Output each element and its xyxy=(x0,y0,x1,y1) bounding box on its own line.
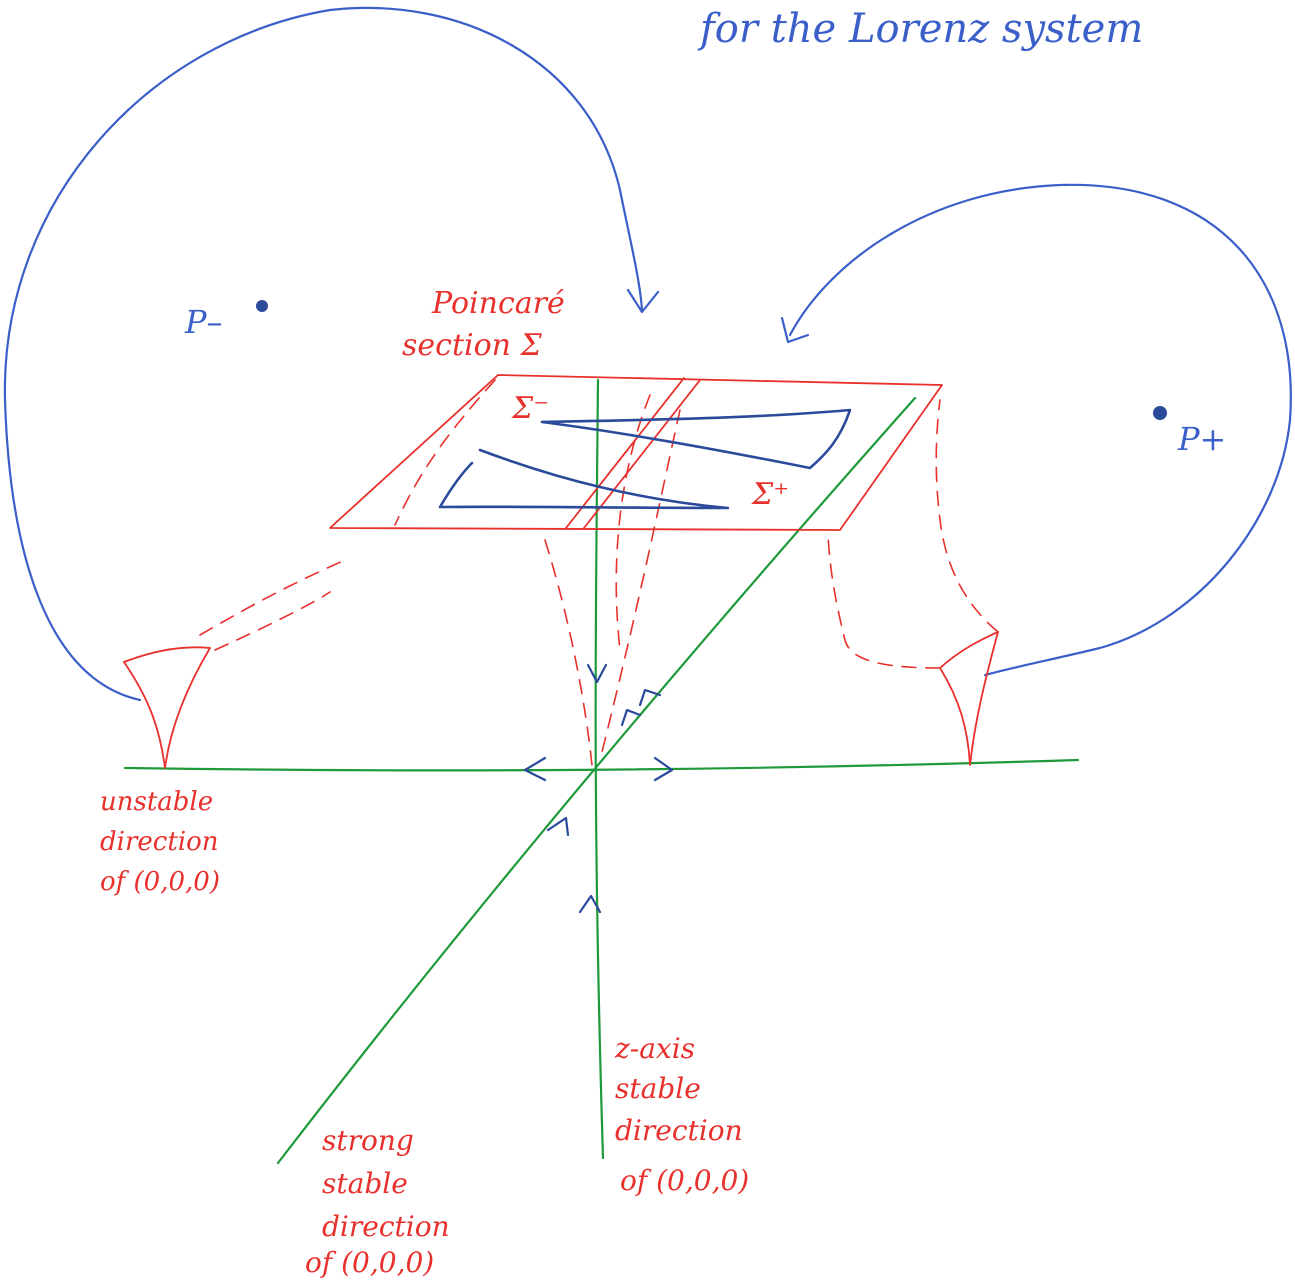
left-wall-dash-3 xyxy=(599,409,681,761)
lower-image xyxy=(438,448,730,510)
p-plus-dot xyxy=(1153,406,1167,420)
strong-stable-label-4: of (0,0,0) xyxy=(305,1246,434,1279)
axes xyxy=(123,378,1080,1165)
z-axis xyxy=(594,378,605,1160)
left-loop xyxy=(3,6,644,702)
right-funnel-dash-1 xyxy=(827,534,941,669)
right-funnel-dash-2 xyxy=(935,399,999,633)
arrow-up-z xyxy=(578,894,602,914)
p-minus-dot xyxy=(256,300,268,312)
section-label-line2: section Σ xyxy=(402,328,543,363)
upper-image xyxy=(540,408,852,470)
strong-stable-label-3: direction xyxy=(322,1210,450,1243)
trajectories xyxy=(3,6,1292,702)
axis-labels: unstable direction of (0,0,0) strong sta… xyxy=(100,787,749,1279)
right-funnel-shape xyxy=(939,631,999,766)
unstable-label-3: of (0,0,0) xyxy=(100,867,220,897)
center-wall-dash xyxy=(544,539,593,766)
arrow-left xyxy=(523,756,547,782)
unstable-direction-axis xyxy=(123,758,1080,772)
z-axis-label-4: of (0,0,0) xyxy=(620,1164,749,1197)
unstable-label-2: direction xyxy=(100,827,219,857)
arrow-strong-3 xyxy=(546,816,570,837)
unstable-label-1: unstable xyxy=(100,787,213,817)
z-axis-label-3: direction xyxy=(615,1114,743,1147)
left-funnel-top xyxy=(123,646,211,663)
arrow-strong-1 xyxy=(638,688,662,707)
section-divider-2 xyxy=(583,379,701,529)
diagram-title: for the Lorenz system xyxy=(697,6,1143,52)
left-funnel-dash-2 xyxy=(214,591,331,651)
poincare-section: Poincaré section Σ Σ⁻ Σ⁺ xyxy=(329,286,943,766)
strong-stable-label-2: stable xyxy=(322,1167,408,1200)
z-axis-label-2: stable xyxy=(615,1072,701,1105)
arrow-down-z xyxy=(586,663,608,684)
flow-arrows xyxy=(523,663,674,914)
right-funnel xyxy=(827,399,999,766)
p-plus-label: P+ xyxy=(1177,420,1226,458)
equilibria: P– P+ xyxy=(184,300,1226,458)
right-funnel-top xyxy=(939,631,999,669)
section-label-line1: Poincaré xyxy=(431,286,565,321)
strong-stable-axis xyxy=(276,396,917,1165)
sigma-minus-label: Σ⁻ xyxy=(511,391,549,426)
right-loop xyxy=(788,183,1292,677)
section-divider-1 xyxy=(565,377,685,529)
p-minus-label: P– xyxy=(184,303,223,341)
left-loop-arrowhead xyxy=(626,288,660,314)
right-loop-arrowhead xyxy=(780,316,810,344)
left-wall-dash-1 xyxy=(394,379,496,526)
z-axis-label-1: z-axis xyxy=(614,1032,695,1065)
return-map xyxy=(438,408,852,510)
left-funnel-shape xyxy=(123,647,211,769)
left-wall-dash-2 xyxy=(615,394,651,651)
left-funnel xyxy=(123,559,346,769)
arrow-strong-2 xyxy=(620,708,642,727)
left-funnel-dash-1 xyxy=(199,559,346,636)
sigma-plus-label: Σ⁺ xyxy=(751,477,789,512)
section-plane xyxy=(329,374,943,531)
strong-stable-label-1: strong xyxy=(322,1124,414,1157)
arrow-right xyxy=(653,756,674,782)
